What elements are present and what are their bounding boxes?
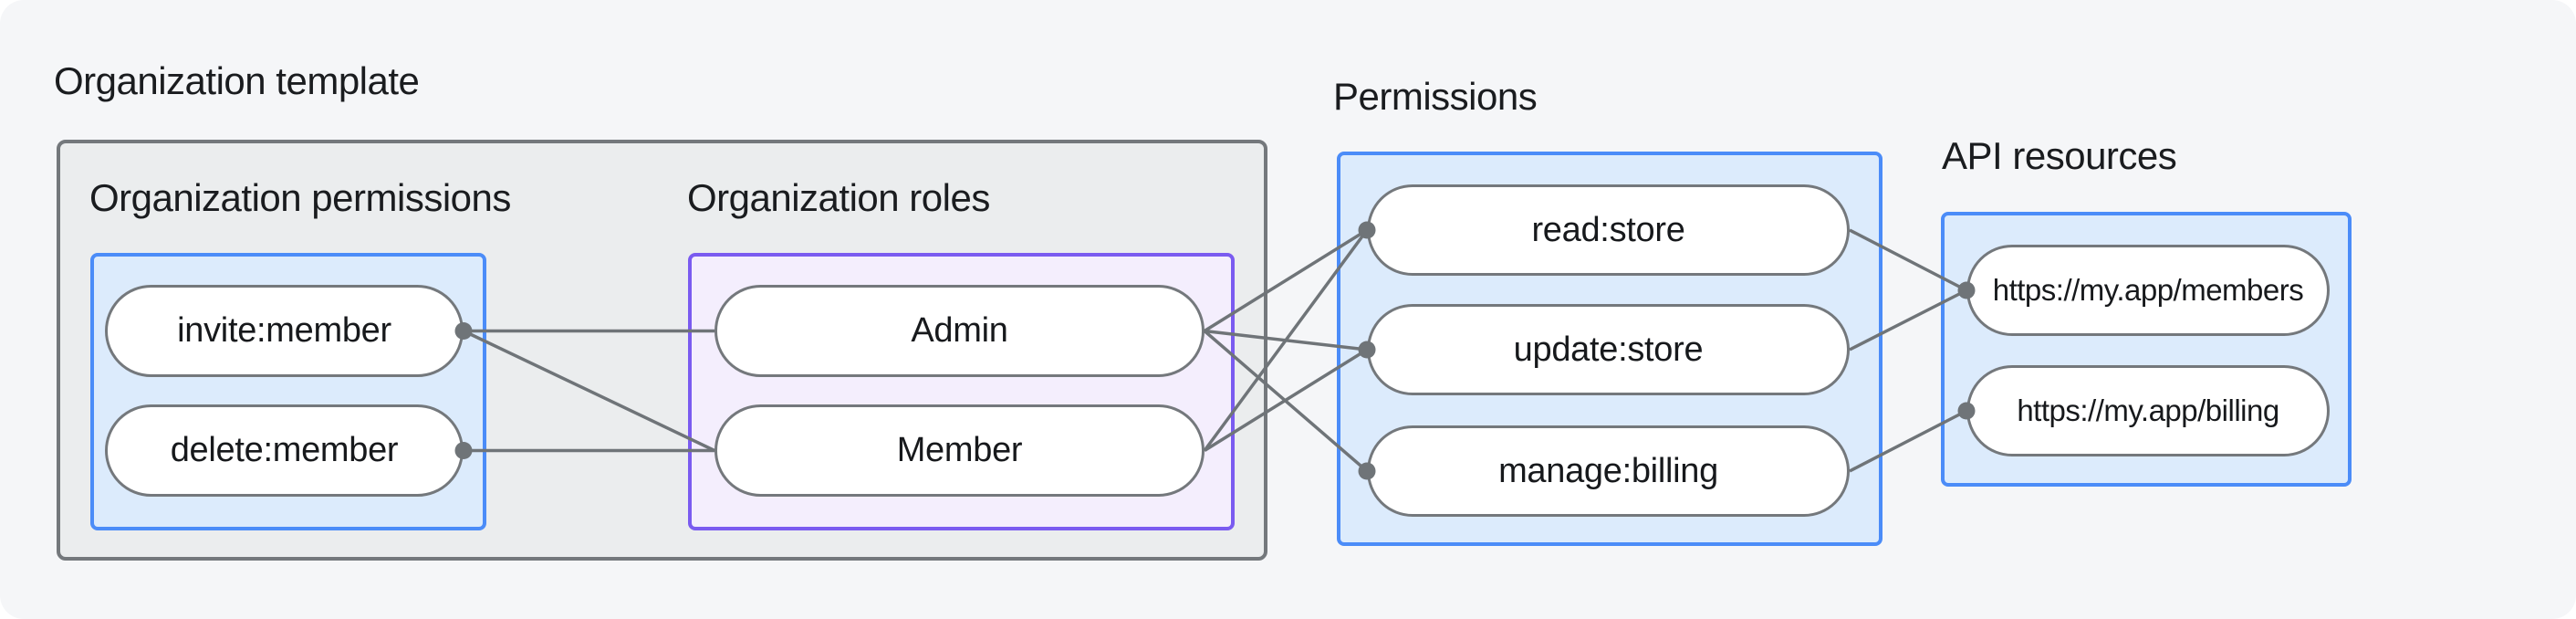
- node-read-store: read:store: [1367, 184, 1850, 276]
- node-manage-billing: manage:billing: [1367, 425, 1850, 517]
- org-template-label: Organization template: [54, 59, 420, 102]
- node-member: Member: [714, 404, 1205, 497]
- node-invite-member: invite:member: [105, 285, 464, 377]
- api-resources-label: API resources: [1942, 134, 2177, 177]
- node-update-store: update:store: [1367, 304, 1850, 395]
- org-roles-label: Organization roles: [687, 176, 990, 219]
- permissions-label: Permissions: [1333, 75, 1538, 118]
- node-billing-api: https://my.app/billing: [1966, 365, 2330, 456]
- node-admin: Admin: [714, 285, 1205, 377]
- node-members-api: https://my.app/members: [1966, 245, 2330, 336]
- org-permissions-label: Organization permissions: [89, 176, 511, 219]
- node-delete-member: delete:member: [105, 404, 464, 497]
